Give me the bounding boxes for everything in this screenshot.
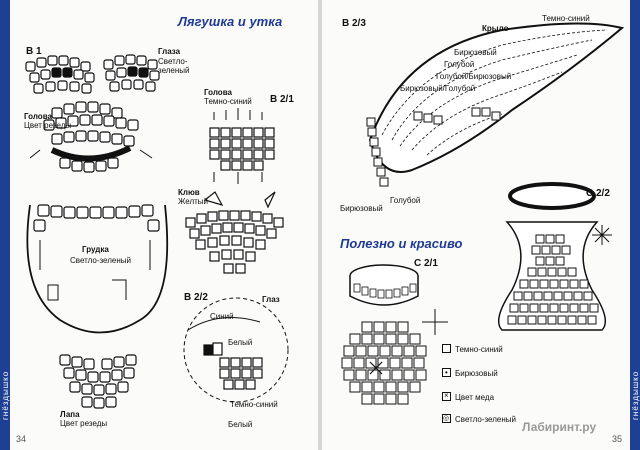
step-b23: В 2/3: [342, 18, 366, 29]
duck-beak-diagram: [185, 191, 284, 274]
legend-swatch-2: ×: [442, 391, 451, 401]
label-golova-right-sub: Темно-синий: [204, 97, 252, 106]
label-lapa-sub: Цвет резеды: [60, 419, 108, 428]
label-glaza: Глаза: [158, 47, 181, 56]
label-grudka: Грудка: [82, 245, 109, 254]
left-page-title: Лягушка и утка: [178, 14, 283, 29]
watermark: Лабиринт.ру: [522, 420, 597, 434]
frog-head-diagram: [43, 101, 139, 173]
label-beliy-1: Белый: [228, 338, 253, 347]
frog-foot-diagram: [59, 354, 137, 409]
label-temno-siniy: Темно-синий: [542, 14, 590, 23]
legend-swatch-3: ◎: [442, 414, 451, 423]
label-biryuzoviy-goluboy: Бирюзовый/Голубой: [400, 84, 476, 93]
left-page: гнёздышко: [0, 0, 318, 450]
label-glaz: Глаз: [262, 295, 280, 304]
book-spine: [318, 0, 322, 450]
label-golova-right: Голова: [204, 88, 232, 97]
left-bead-diagrams: [25, 54, 289, 409]
direction-arrows: [29, 108, 263, 331]
eye-left-diagram: [25, 55, 95, 94]
step-c22: С 2/2: [586, 188, 610, 199]
label-biryuzoviy-1: Бирюзовый: [454, 48, 497, 57]
step-b21: В 2/1: [270, 94, 294, 105]
label-goluboy-2: Голубой: [390, 196, 421, 205]
label-lapa: Лапа: [60, 410, 80, 419]
wing-diagram: [368, 22, 625, 173]
label-golova-left: Голова: [24, 112, 52, 121]
label-klyuv: Клюв: [178, 188, 200, 197]
label-biryuzoviy-2: Бирюзовый: [340, 204, 383, 213]
right-edge-band: [630, 0, 640, 450]
label-goluboy-1: Голубой: [444, 60, 475, 69]
eye-right-diagram: [103, 54, 160, 92]
legend-text-3: Светло-зеленый: [455, 415, 516, 424]
legend-swatch-0: [442, 344, 451, 353]
label-goluboy-biryuzoviy: Голубой/Бирюзовый: [436, 72, 512, 81]
label-glaza-sub2: зеленый: [158, 66, 190, 75]
legend-text-0: Темно-синий: [455, 345, 503, 354]
label-glaza-sub1: Светло-: [158, 57, 188, 66]
left-page-number: 34: [16, 434, 27, 444]
vase-diagram: [497, 182, 607, 331]
label-klyuv-sub: Желтый: [178, 197, 209, 206]
duck-head-diagram: [209, 127, 275, 171]
section-title: Полезно и красиво: [340, 236, 463, 251]
label-siniy: Синий: [210, 312, 234, 321]
move-arrows-icon: [422, 309, 448, 335]
right-page-number: 35: [612, 434, 623, 444]
left-edge-band: [0, 0, 10, 450]
legend-swatch-1: •: [442, 368, 451, 377]
right-page: гнёздышко: [322, 0, 640, 450]
step-b1: В 1: [26, 46, 42, 57]
label-golova-left-sub: Цвет резеды: [24, 121, 72, 130]
duck-eye-diagram: [203, 342, 263, 390]
right-bead-diagrams: [341, 22, 625, 405]
label-temno-siniy: Темно-синий: [230, 400, 278, 409]
step-b22: В 2/2: [184, 292, 208, 303]
legend-text-1: Бирюзовый: [455, 369, 498, 378]
compass-icon: [592, 225, 612, 245]
ring-diagram: [349, 264, 419, 306]
label-beliy-2: Белый: [228, 420, 253, 429]
legend-text-2: Цвет меда: [455, 393, 495, 402]
step-c21: С 2/1: [414, 258, 438, 269]
label-grudka-sub: Светло-зеленый: [70, 256, 131, 265]
base-diagram: [341, 321, 427, 405]
frog-chest-diagram: [33, 204, 160, 232]
label-krylo: Крыло: [482, 24, 509, 33]
